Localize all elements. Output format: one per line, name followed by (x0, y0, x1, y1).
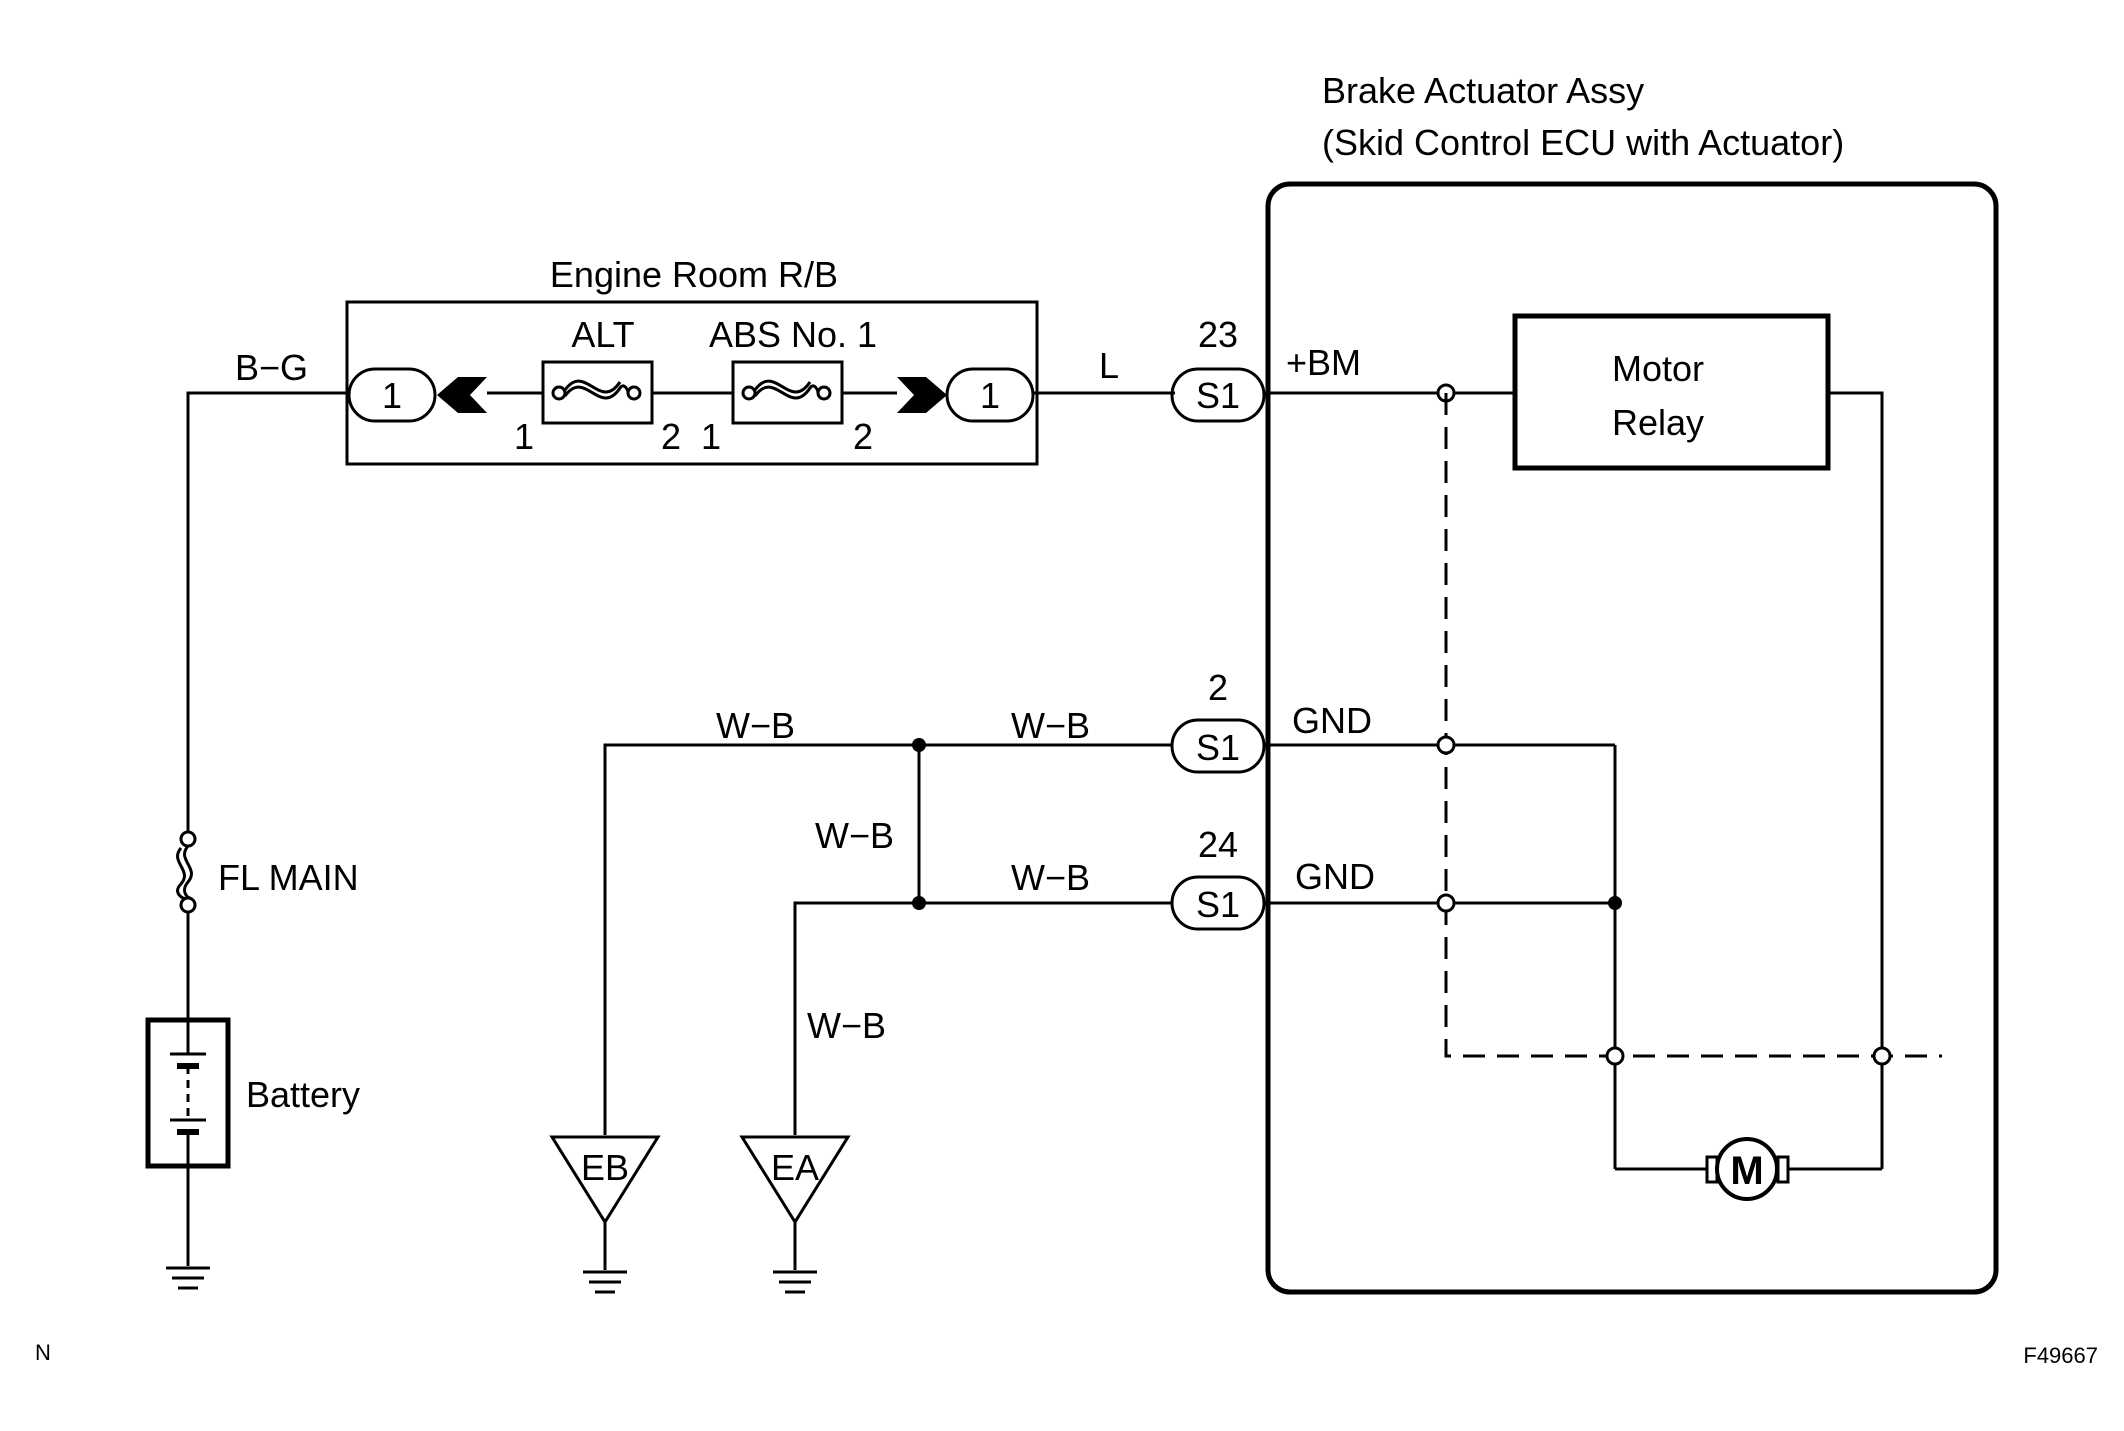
figure-id: F49667 (2023, 1343, 2098, 1368)
connector-s1-23: 23 S1 +BM (1170, 314, 1361, 423)
connector-s1-24: 24 S1 GND (1170, 824, 1375, 931)
connector-name: S1 (1196, 884, 1240, 925)
fuse-alt-terminal-in (551, 385, 567, 401)
wire-w-b (793, 901, 1172, 1135)
terminal-label-gnd: GND (1295, 856, 1375, 897)
splice-open (1872, 1046, 1892, 1066)
male-terminal-icon (897, 377, 947, 413)
battery-label: Battery (246, 1074, 360, 1115)
motor-relay-box (1512, 313, 1831, 471)
fuse-alt-label: ALT (571, 314, 634, 355)
wire (1828, 391, 1884, 1169)
motor-icon: M (1705, 1137, 1790, 1201)
fusible-link-terminal (179, 830, 197, 848)
wire-b-g (186, 391, 349, 832)
wire-color-b-g: B−G (235, 347, 308, 388)
ecu-internal-wiring: M (1264, 391, 1942, 1201)
fuse-alt-terminal-out (626, 385, 642, 401)
splice-open (1436, 893, 1456, 913)
relay-block-outline (345, 300, 1039, 466)
fuse-abs-label: ABS No. 1 (709, 314, 877, 355)
fuse-element-icon (563, 379, 630, 400)
ground-point-ea-label: EA (771, 1147, 819, 1188)
wire-color-ea-branch: W−B (807, 1005, 886, 1046)
wire-color-gnd24: W−B (1011, 857, 1090, 898)
motor-label: M (1730, 1149, 1763, 1193)
dashed-boundary (1444, 393, 1942, 1058)
connector-pin-number: 2 (1208, 667, 1228, 708)
ground-point-eb-label: EB (581, 1147, 629, 1188)
engine-room-relay-block: Engine Room R/B 1 ALT 1 2 ABS No. 1 1 2 … (345, 254, 1039, 466)
ecu-title-line1: Brake Actuator Assy (1322, 70, 1644, 111)
ground-icon (166, 1266, 210, 1290)
power-supply: B−G FL MAIN Battery (145, 347, 360, 1290)
splice-open (1436, 735, 1456, 755)
fuse-abs-pin1: 1 (701, 416, 721, 457)
ground-icon (583, 1270, 627, 1294)
female-terminal-icon (437, 377, 487, 413)
terminal-label-gnd: GND (1292, 700, 1372, 741)
fuse-element-icon (753, 379, 820, 400)
fuse-abs-pin2: 2 (853, 416, 873, 457)
rb-connector-left (347, 367, 437, 423)
fusible-link-icon (183, 845, 193, 902)
connector-pin-number: 24 (1198, 824, 1238, 865)
fuse-abs-terminal-in (741, 385, 757, 401)
ecu-title-line2: (Skid Control ECU with Actuator) (1322, 122, 1844, 163)
connector-name: S1 (1196, 375, 1240, 416)
connector-shell (1170, 367, 1266, 423)
splice-point (912, 738, 926, 752)
terminal-label-bm: +BM (1286, 342, 1361, 383)
connector-s1-2: 2 S1 GND (1170, 667, 1372, 774)
rb-connector-left-pin: 1 (382, 375, 402, 416)
wire-w-b (603, 743, 1172, 1135)
wire-color-l: L (1099, 345, 1119, 386)
footer-left-mark: N (35, 1340, 51, 1365)
wire-color-junction: W−B (815, 815, 894, 856)
ground-wiring: W−B W−B W−B W−B W−B EB EA (549, 705, 1172, 1294)
fusible-link-label: FL MAIN (218, 857, 359, 898)
fuse-alt-pin1: 1 (514, 416, 534, 457)
splice-open (1605, 1046, 1625, 1066)
ecu-block: Brake Actuator Assy (Skid Control ECU wi… (1265, 70, 1999, 1295)
fuse-alt-pin2: 2 (661, 416, 681, 457)
ecu-outline (1265, 181, 1999, 1295)
motor-relay-label-line2: Relay (1612, 402, 1704, 443)
splice-point (912, 896, 926, 910)
rb-connector-right-pin: 1 (980, 375, 1000, 416)
ground-point-ea (739, 1135, 851, 1225)
rb-connector-right (945, 367, 1035, 423)
splice-point (1608, 896, 1622, 910)
motor-relay-label-line1: Motor (1612, 348, 1704, 389)
relay-block-title: Engine Room R/B (550, 254, 838, 295)
connector-pin-number: 23 (1198, 314, 1238, 355)
fusible-link-terminal (179, 896, 197, 914)
ground-icon (773, 1270, 817, 1294)
wire-color-eb-branch: W−B (716, 705, 795, 746)
fuse-abs-terminal-out (816, 385, 832, 401)
connector-name: S1 (1196, 727, 1240, 768)
ground-point-eb (549, 1135, 661, 1225)
wire-color-gnd2: W−B (1011, 705, 1090, 746)
